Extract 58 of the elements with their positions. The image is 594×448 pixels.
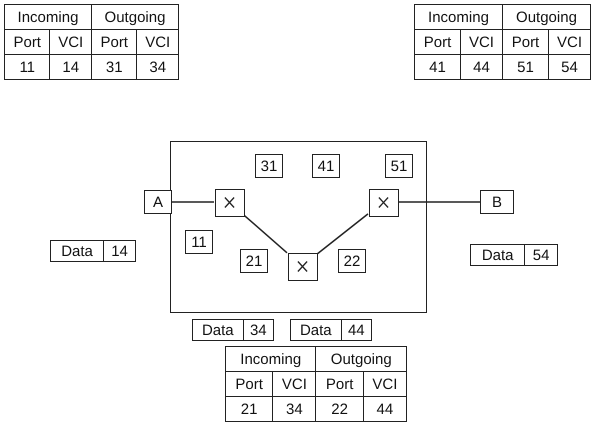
column-header: Outgoing	[316, 346, 406, 372]
table-value: 41	[414, 54, 460, 80]
packet-field: Data	[471, 245, 524, 265]
switch-box	[288, 253, 318, 281]
packet-box	[470, 244, 558, 266]
port-number: 21	[240, 249, 268, 273]
packet-box	[290, 319, 372, 341]
column-header: Port	[226, 372, 273, 396]
column-header: Outgoing	[502, 4, 590, 30]
table-value: 34	[136, 54, 178, 80]
column-header: VCI	[460, 30, 502, 54]
packet-field: Data	[291, 320, 341, 340]
column-header: Port	[316, 372, 364, 396]
packet-box	[50, 240, 136, 262]
table-value: 54	[548, 54, 590, 80]
vci-field: 14	[103, 241, 135, 261]
table-value: 21	[226, 396, 273, 422]
endpoint-box: A	[144, 190, 172, 214]
port-number: 41	[312, 154, 340, 178]
port-number: 31	[255, 154, 283, 178]
column-header: VCI	[548, 30, 590, 54]
table-value: 22	[316, 396, 364, 422]
packet-box	[192, 319, 274, 341]
column-header: VCI	[50, 30, 92, 54]
vci-field: 34	[242, 320, 273, 340]
vci-field: 54	[524, 245, 557, 265]
column-header: Outgoing	[91, 4, 178, 30]
table-value: 31	[91, 54, 137, 80]
network-box	[170, 141, 427, 313]
table-value: 51	[502, 54, 548, 80]
column-header: Incoming	[414, 4, 502, 30]
link-line	[398, 201, 480, 203]
column-header: Incoming	[4, 4, 92, 30]
link-line	[172, 201, 214, 203]
column-header: Port	[4, 30, 50, 54]
packet-field: Data	[51, 241, 104, 261]
column-header: Incoming	[226, 346, 316, 372]
link-line	[316, 213, 368, 255]
column-header: VCI	[272, 372, 316, 396]
port-number: 11	[185, 230, 213, 254]
column-header: Port	[414, 30, 460, 54]
table-value: 11	[4, 54, 50, 80]
table-value: 44	[460, 54, 502, 80]
table-value: 34	[272, 396, 316, 422]
column-header: Port	[91, 30, 137, 54]
packet-field: Data	[193, 320, 243, 340]
endpoint-box: B	[480, 190, 514, 214]
column-header: VCI	[136, 30, 178, 54]
switch-box	[369, 189, 399, 217]
table-value: 14	[50, 54, 92, 80]
table-value: 44	[363, 396, 406, 422]
column-header: VCI	[363, 372, 406, 396]
vci-field: 44	[340, 320, 371, 340]
port-number: 22	[338, 249, 366, 273]
switch-box	[215, 189, 245, 217]
port-number: 51	[385, 154, 413, 178]
column-header: Port	[502, 30, 548, 54]
link-line	[244, 214, 288, 254]
